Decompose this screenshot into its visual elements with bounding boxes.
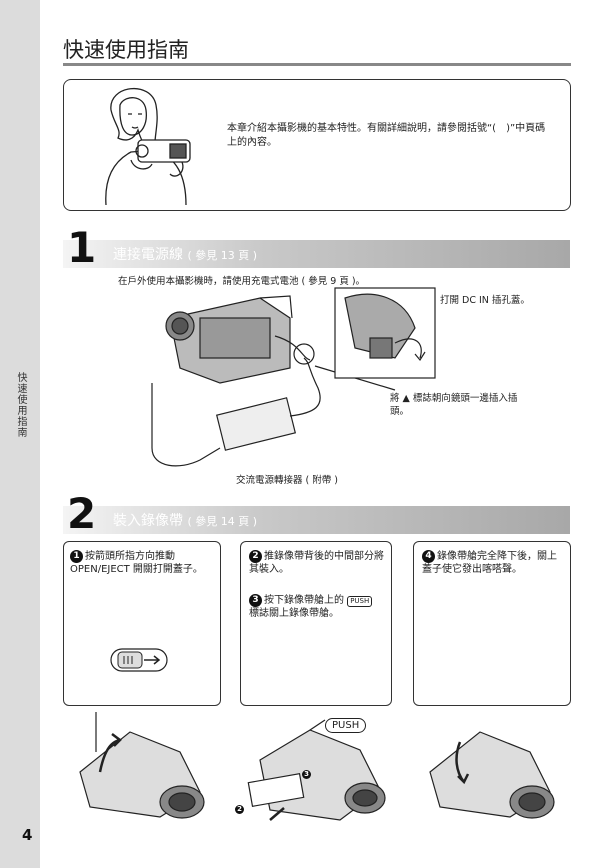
step1-note: 在戶外使用本攝影機時，請使用充電式電池 ( 參見 9 頁 )。 (118, 276, 366, 287)
panel2-text-b-post: 標誌關上錄像帶艙。 (249, 608, 339, 619)
panel1-marker: 1 (70, 550, 83, 563)
camcorder-insert-cassette-illustration (247, 719, 386, 821)
panel3-text: 錄像帶艙完全降下後，關上蓋子使它發出喀嗒聲。 (422, 551, 557, 575)
panel2-marker-a: 2 (249, 550, 262, 563)
step1-title: 連接電源線 (113, 247, 183, 263)
camcorder-close-lid-illustration (429, 731, 555, 819)
intro-text: 本章介紹本攝影機的基本特性。有關詳細說明，請參閱括號“( )”中頁碼上的內容。 (227, 123, 546, 148)
panel2-text-b-pre: 按下錄像帶艙上的 (264, 595, 344, 606)
figure-marker-3: 3 (302, 770, 311, 779)
figure-marker-2: 2 (235, 805, 244, 814)
step1-callout-plug: 將 ▲ 標誌朝向鏡頭一邊插入插頭。 (390, 393, 518, 417)
push-chip: PUSH (347, 596, 373, 607)
panel2-text-a: 推錄像帶背後的中間部分將其裝入。 (249, 551, 384, 575)
step1-callout-adaptor: 交流電源轉接器 ( 附帶 ) (236, 475, 338, 486)
page-number: 4 (22, 826, 33, 844)
open-eject-switch-icon (110, 648, 168, 672)
step2-ref: ( 參見 14 頁 ) (187, 515, 258, 528)
step1-ref: ( 參見 13 頁 ) (187, 249, 258, 262)
sidebar (0, 0, 40, 868)
camcorder-open-lid-illustration (79, 712, 205, 819)
camcorder-power-illustration (151, 295, 396, 467)
dcin-jack-closeup (334, 287, 436, 379)
panel3-marker: 4 (422, 550, 435, 563)
step1-heading: 連接電源線 ( 參見 13 頁 ) (113, 244, 257, 264)
intro-box: 本章介紹本攝影機的基本特性。有關詳細說明，請參閱括號“( )”中頁碼上的內容。 (63, 79, 571, 211)
step2-heading: 裝入錄像帶 ( 參見 14 頁 ) (113, 510, 257, 530)
panel2-marker-b: 3 (249, 594, 262, 607)
title-rule (63, 63, 571, 66)
step1-band (63, 240, 570, 268)
step2-band (63, 506, 570, 534)
step2-title: 裝入錄像帶 (113, 513, 183, 529)
panel1-text: 按箭頭所指方向推動 OPEN/EJECT 開關打開蓋子。 (70, 551, 203, 575)
step2-number: 2 (67, 489, 97, 538)
woman-camcorder-illustration (105, 88, 191, 206)
step1-number: 1 (67, 223, 97, 272)
push-callout: PUSH (325, 718, 367, 733)
step1-bar: 1 連接電源線 ( 參見 13 頁 ) (63, 226, 570, 270)
sidebar-label: 快速使用指南 (15, 372, 26, 438)
step2-bar: 2 裝入錄像帶 ( 參見 14 頁 ) (63, 492, 570, 536)
step1-callout-dcin: 打開 DC IN 插孔蓋。 (440, 295, 530, 306)
page-title: 快速使用指南 (63, 38, 189, 62)
